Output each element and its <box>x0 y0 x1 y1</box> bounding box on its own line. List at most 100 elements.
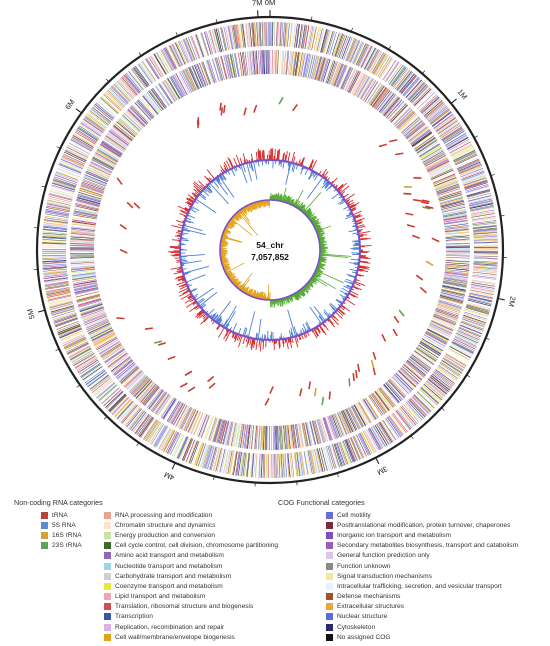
cds-mark <box>472 224 497 228</box>
cds-mark <box>227 422 234 446</box>
cds-mark <box>337 412 348 435</box>
cds-mark <box>77 196 101 204</box>
cds-mark <box>443 129 464 143</box>
gc-skew-bar <box>220 255 227 257</box>
gc-content-bar <box>263 150 265 161</box>
cds-mark <box>122 75 139 95</box>
gc-content-bar <box>341 287 350 293</box>
cds-mark <box>72 219 97 225</box>
gc-content-bar <box>321 180 329 189</box>
cds-mark <box>136 100 153 120</box>
cds-mark <box>329 31 337 55</box>
cds-mark <box>182 69 194 92</box>
cds-mark <box>248 22 251 47</box>
cds-mark <box>473 235 498 238</box>
cds-mark <box>190 36 200 59</box>
cds-mark <box>442 209 467 216</box>
gc-content-bar <box>214 178 228 196</box>
cds-mark <box>140 383 157 403</box>
gc-skew-bar <box>293 293 298 300</box>
cds-mark <box>212 418 220 442</box>
cds-mark <box>456 332 479 344</box>
cds-mark <box>148 422 162 443</box>
cds-mark <box>87 168 110 179</box>
cds-mark <box>113 398 131 417</box>
cds-mark <box>411 85 429 104</box>
gc-skew-bar <box>293 189 304 207</box>
cds-mark <box>428 164 451 175</box>
cds-mark <box>436 306 460 315</box>
cds-mark <box>261 22 263 47</box>
gc-content-bar <box>196 297 204 304</box>
cds-mark <box>420 145 441 159</box>
gc-content-bar <box>225 330 231 342</box>
scale-tick <box>310 16 313 21</box>
gc-skew-bar <box>313 222 319 226</box>
cds-mark <box>254 453 258 478</box>
cds-mark <box>341 410 353 433</box>
cds-mark <box>249 51 253 75</box>
cds-mark <box>344 439 354 463</box>
cds-mark <box>132 67 148 88</box>
cds-mark <box>261 453 263 478</box>
cds-mark <box>216 448 223 472</box>
cds-mark <box>60 330 83 341</box>
cds-mark <box>294 51 299 76</box>
cds-mark <box>142 419 157 440</box>
cds-mark <box>396 71 412 91</box>
cds-mark <box>167 432 179 454</box>
cds-mark <box>43 271 68 275</box>
cds-mark <box>362 79 376 101</box>
cds-mark <box>414 89 433 107</box>
gc-skew-bar <box>224 228 232 233</box>
cds-mark <box>442 212 467 218</box>
cds-mark <box>50 305 74 313</box>
cds-mark <box>294 424 299 449</box>
cds-mark <box>43 270 68 274</box>
cds-mark <box>76 295 101 303</box>
gc-skew-bar <box>255 294 258 299</box>
cds-mark <box>169 45 181 68</box>
cds-mark <box>124 406 141 426</box>
cds-mark <box>115 362 135 378</box>
cds-mark <box>79 302 103 311</box>
cds-mark <box>81 183 104 193</box>
cds-mark <box>204 416 213 440</box>
gc-skew-bar <box>314 224 320 228</box>
gc-content-bar <box>206 185 212 191</box>
legend-label: Energy production and conversion <box>115 531 216 539</box>
cds-mark <box>389 415 404 435</box>
cds-mark <box>173 434 185 457</box>
cds-mark <box>445 229 470 233</box>
gc-skew-bar <box>317 263 325 267</box>
cds-mark <box>430 375 450 391</box>
cds-mark <box>284 22 287 47</box>
cds-mark <box>452 148 475 160</box>
gc-content-bar <box>182 289 190 294</box>
cds-mark <box>52 310 76 318</box>
scale-tick <box>375 457 380 465</box>
cds-mark <box>62 155 85 166</box>
cds-mark <box>443 217 468 222</box>
cds-mark <box>47 199 72 206</box>
cds-mark <box>70 265 95 269</box>
cds-mark <box>233 24 239 49</box>
cds-mark <box>110 355 130 371</box>
gc-skew-bar <box>318 237 326 240</box>
cds-mark <box>75 291 100 298</box>
cds-mark <box>428 162 451 174</box>
scale-tick <box>37 309 46 313</box>
cds-mark <box>444 269 469 273</box>
cds-mark <box>89 164 111 176</box>
cds-mark <box>120 403 137 423</box>
cds-mark <box>435 309 459 318</box>
cds-mark <box>145 387 161 407</box>
cds-mark <box>426 380 446 397</box>
cds-mark <box>444 271 469 276</box>
cds-mark <box>422 384 442 402</box>
cds-mark <box>289 51 294 76</box>
cds-mark <box>461 320 484 330</box>
cds-mark <box>472 273 497 277</box>
cds-mark <box>452 147 474 159</box>
cds-mark <box>245 23 249 48</box>
